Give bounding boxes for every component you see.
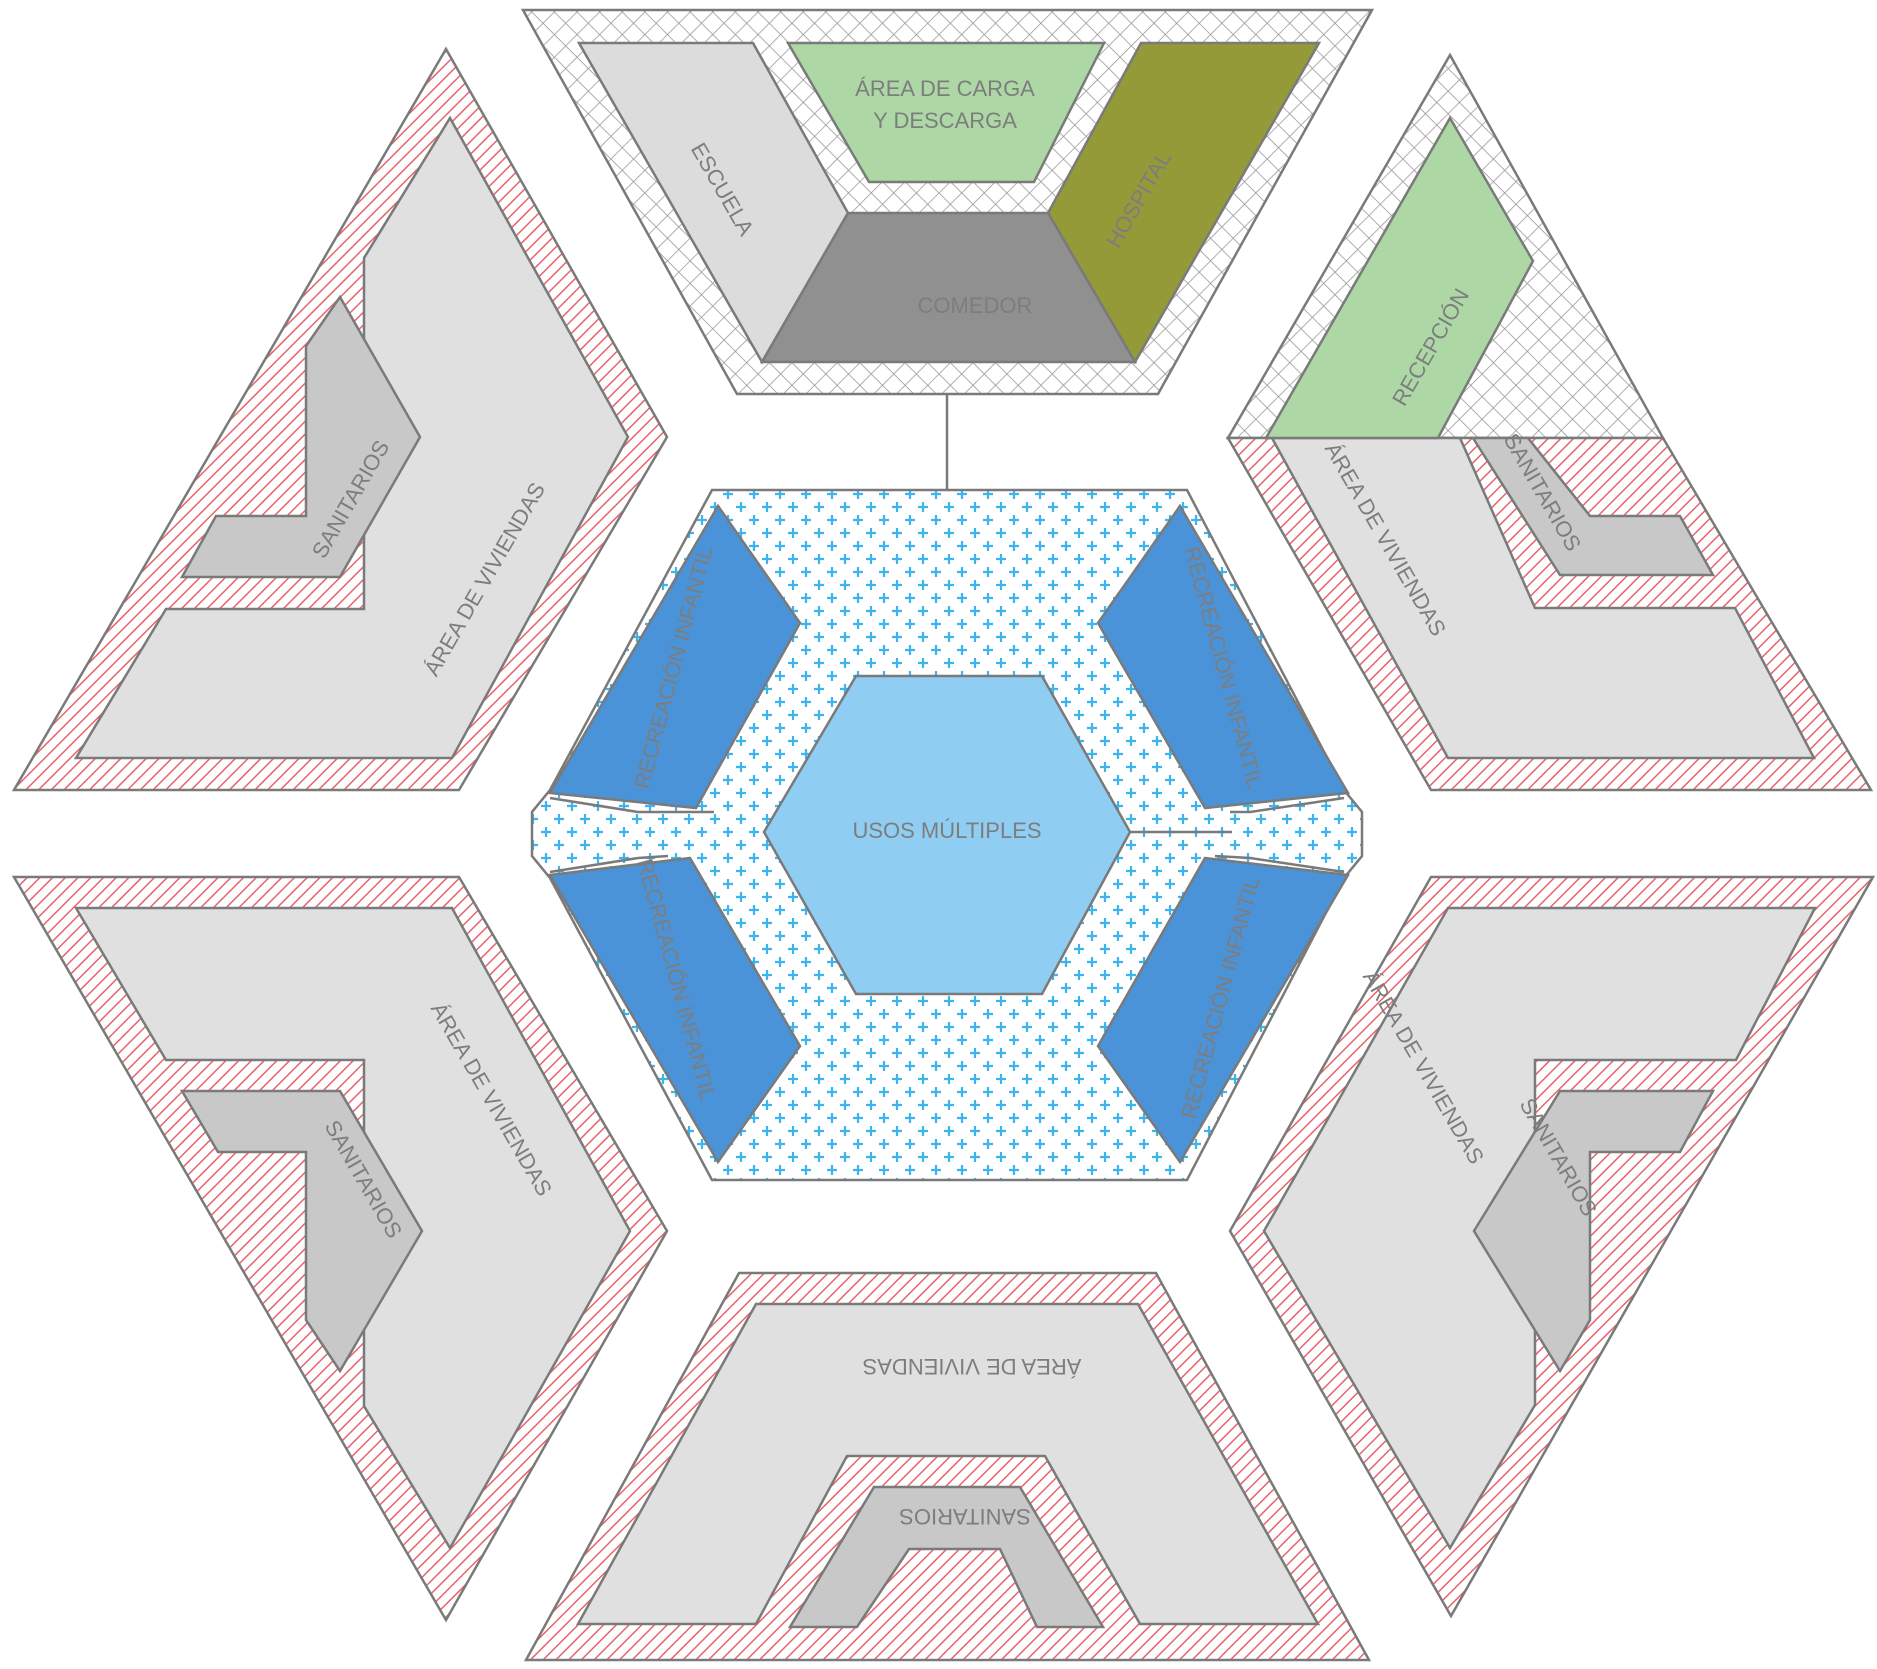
area-carga-label-line2: Y DESCARGA (873, 108, 1017, 133)
top-block: ESCUELA ÁREA DE CARGA Y DESCARGA HOSPITA… (520, 8, 1375, 396)
lower-right-sanitarios (1472, 1089, 1716, 1374)
center-plaza: USOS MÚLTIPLES RECREACIÓN INFANTIL RECRE… (530, 488, 1364, 1182)
recreacion-infantil-lower-left (547, 856, 802, 1165)
area-carga-zone (785, 41, 1107, 184)
plaza-radial-lines (549, 796, 1345, 874)
lower-left-block: ÁREA DE VIVIENDAS SANITARIOS (11, 875, 669, 1623)
bottom-block: ÁREA DE VIVIENDAS SANITARIOS (523, 1271, 1372, 1662)
comedor-zone (759, 211, 1138, 364)
upper-right-block: RECEPCIÓN ÁREA DE VIVIENDAS SANITARIOS (1225, 52, 1874, 792)
area-carga-label-line1: ÁREA DE CARGA (855, 76, 1035, 101)
upper-left-viviendas (73, 115, 630, 760)
upper-right-viviendas (1269, 436, 1817, 760)
lower-left-sanitarios (179, 1089, 424, 1374)
recreacion-infantil-upper-left (547, 503, 802, 810)
recepcion-zone (1263, 115, 1535, 440)
upper-right-sanitarios (1470, 436, 1716, 577)
bottom-viviendas-label: ÁREA DE VIVIENDAS (863, 1354, 1082, 1379)
recreacion-infantil-lower-right (1096, 856, 1351, 1165)
usos-multiples-hexagon (762, 674, 1132, 996)
upper-left-sanitarios (179, 294, 422, 579)
comedor-label: COMEDOR (918, 293, 1033, 318)
recreacion-infantil-upper-right (1096, 503, 1351, 810)
bottom-sanitarios-label: SANITARIOS (899, 1504, 1031, 1529)
upper-left-block: ÁREA DE VIVIENDAS SANITARIOS (11, 46, 669, 792)
lower-right-block: ÁREA DE VIVIENDAS SANITARIOS (1228, 875, 1876, 1619)
lower-left-viviendas (73, 906, 632, 1551)
bottom-viviendas (575, 1302, 1321, 1626)
bottom-sanitarios (787, 1485, 1106, 1629)
usos-multiples-label: USOS MÚLTIPLES (852, 818, 1041, 843)
